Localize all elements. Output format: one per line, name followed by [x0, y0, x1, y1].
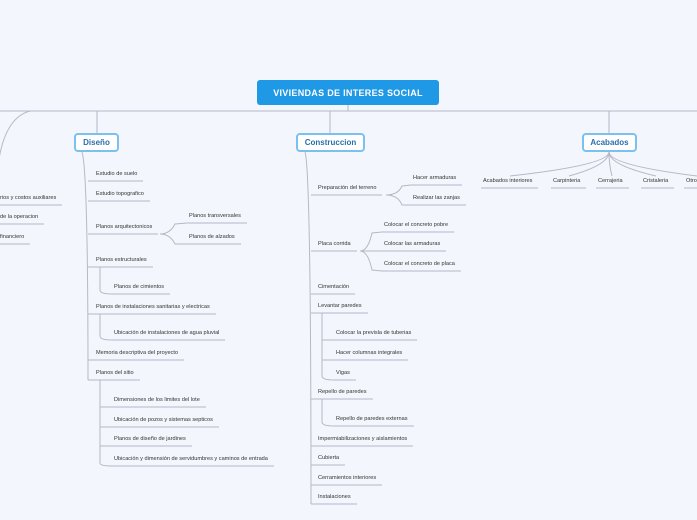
- construccion-item[interactable]: Cimentación: [318, 284, 350, 290]
- diseno-subitem[interactable]: Planos transversales: [189, 213, 241, 219]
- construccion-sub-connector: [359, 250, 383, 272]
- acabados-item[interactable]: Cerrajeria: [598, 178, 623, 184]
- acabados-item[interactable]: Cristaleria: [643, 178, 669, 184]
- acabados-connector: [568, 151, 610, 177]
- diseno-subitem[interactable]: Ubicación de pozos y sistemas septicos: [114, 417, 213, 423]
- construccion-item[interactable]: Placa corrida: [318, 241, 351, 247]
- diseno-subitem[interactable]: Ubicación y dimensión de servidumbres y …: [114, 456, 268, 462]
- diseno-item[interactable]: Estudio topografico: [96, 191, 144, 197]
- construccion-subitem[interactable]: Vigas: [336, 370, 350, 376]
- acabados-item[interactable]: Acabados interiores: [483, 178, 533, 184]
- diseno-item[interactable]: Planos arquitectonicos: [96, 224, 153, 230]
- construccion-subitem[interactable]: Colocar el concreto pobre: [384, 222, 449, 228]
- diseno-trunk-line: [81, 151, 89, 381]
- diseno-sub-connector: [99, 314, 113, 341]
- construccion-item[interactable]: Levantar paredes: [318, 303, 362, 309]
- diseno-item[interactable]: Planos de instalaciones sanitarias y ele…: [96, 304, 210, 310]
- construccion-trunk-line: [304, 151, 312, 505]
- diseno-item[interactable]: Estudio de suelo: [96, 171, 138, 177]
- left-partial-item[interactable]: de la operacion: [0, 214, 39, 220]
- construccion-item[interactable]: Repello de paredes: [318, 389, 367, 395]
- construccion-sub-connector: [321, 313, 335, 381]
- construccion-item[interactable]: Impermiabilizaciones y aislamientos: [318, 436, 408, 442]
- diseno-item[interactable]: Planos del sitio: [96, 370, 134, 376]
- left-partial-item[interactable]: rios y costos auxiliares: [0, 195, 57, 201]
- construccion-subitem[interactable]: Hacer columnas integrales: [336, 350, 403, 356]
- acabados-connector: [608, 151, 657, 177]
- left-partial-connector: [0, 110, 31, 157]
- construccion-subitem[interactable]: Colocar las armaduras: [384, 241, 441, 247]
- construccion-sub-connector: [385, 194, 411, 206]
- diseno-item[interactable]: Planos estructurales: [96, 257, 147, 263]
- construccion-item[interactable]: Cubierta: [318, 455, 340, 461]
- diseno-sub-connector: [99, 380, 113, 467]
- diseno-item[interactable]: Memoria descriptiva del proyecto: [96, 350, 179, 356]
- diseno-subitem[interactable]: Planos de diseño de jardines: [114, 436, 186, 442]
- diseno-sub-connector: [99, 267, 113, 295]
- left-partial-item[interactable]: financiero: [0, 234, 25, 240]
- branch-construccion[interactable]: Construccion: [296, 133, 365, 152]
- construccion-sub-connector: [359, 231, 383, 252]
- construccion-item[interactable]: Instalaciones: [318, 494, 351, 500]
- construccion-sub-connector: [321, 399, 335, 427]
- construccion-subitem[interactable]: Colocar la previsla de tuberias: [336, 330, 412, 336]
- construccion-subitem[interactable]: Repello de paredes externas: [336, 416, 408, 422]
- branch-acabados[interactable]: Acabados: [582, 133, 637, 152]
- acabados-connector: [608, 151, 697, 177]
- construccion-subitem[interactable]: Realizar las zanjas: [413, 195, 460, 201]
- branch-diseno[interactable]: Diseño: [74, 133, 119, 152]
- acabados-connector: [509, 151, 610, 177]
- diseno-subitem[interactable]: Planos de cimientos: [114, 284, 165, 290]
- diseno-sub-connector: [159, 233, 187, 245]
- diseno-subitem[interactable]: Planos de alzados: [189, 234, 235, 240]
- diseno-subitem[interactable]: Ubicación de instalaciones de agua pluvi…: [114, 330, 220, 336]
- construccion-subitem[interactable]: Hacer armaduras: [413, 175, 457, 181]
- construccion-item[interactable]: Cerramientos interiores: [318, 475, 377, 481]
- acabados-item[interactable]: Otro: [686, 178, 697, 184]
- root-topic[interactable]: VIVIENDAS DE INTERES SOCIAL: [257, 80, 439, 105]
- diseno-sub-connector: [159, 222, 188, 235]
- diseno-subitem[interactable]: Dimensiones de los limites del lote: [114, 397, 200, 403]
- construccion-sub-connector: [385, 184, 412, 196]
- construccion-subitem[interactable]: Colocar el concreto de placa: [384, 261, 455, 267]
- construccion-item[interactable]: Preparación del terreno: [318, 185, 377, 191]
- acabados-item[interactable]: Carpinteria: [553, 178, 581, 184]
